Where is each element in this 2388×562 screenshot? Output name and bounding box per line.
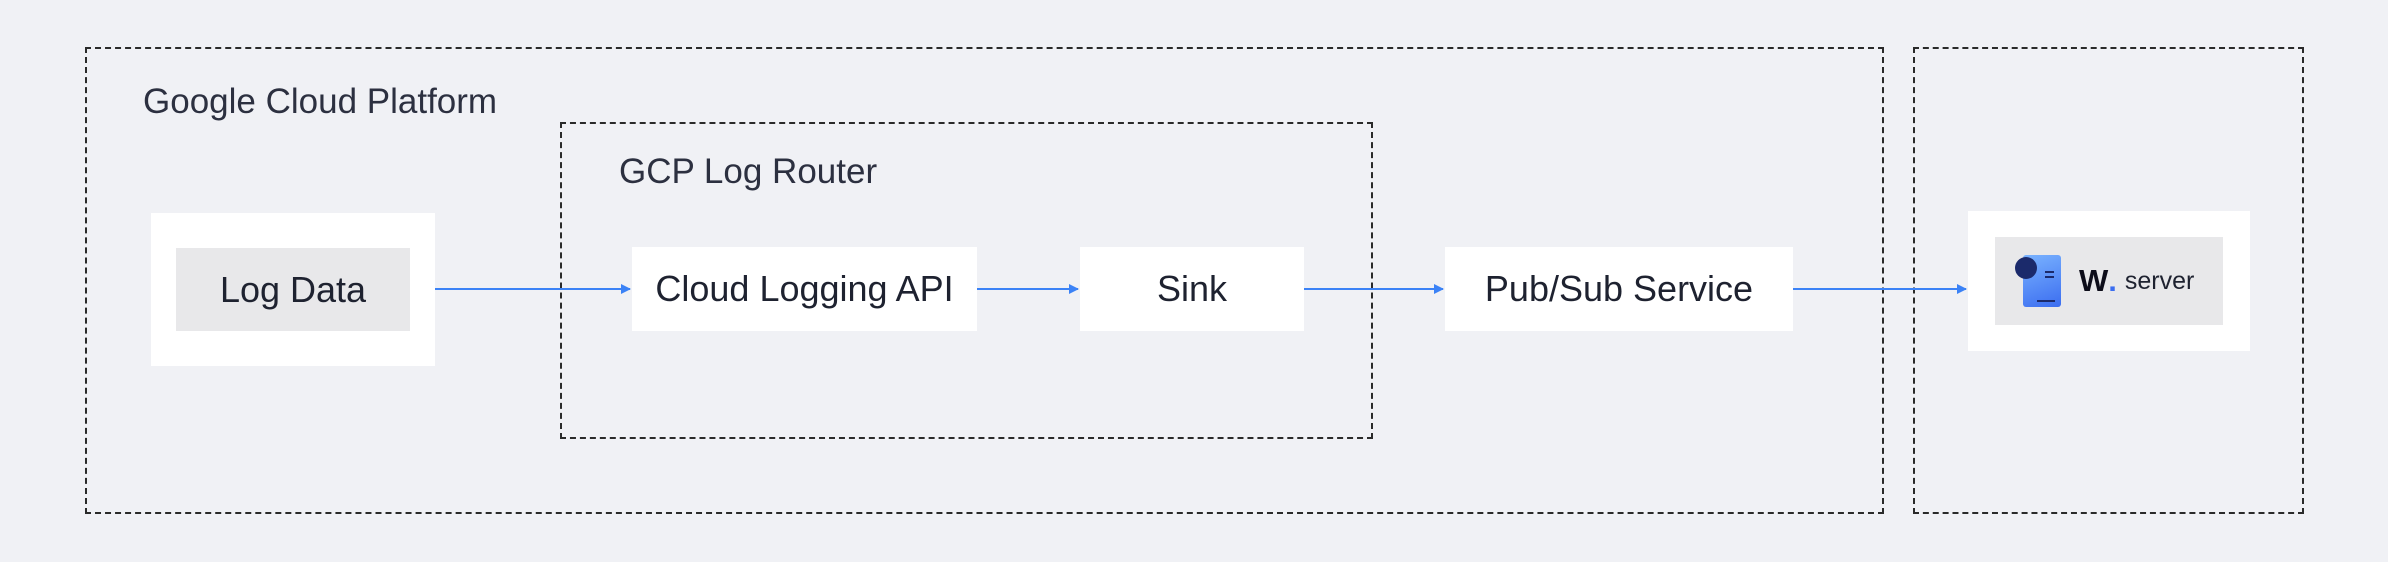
server-document-icon	[2015, 253, 2063, 309]
sink-node: Sink	[1080, 247, 1304, 331]
log-data-label: Log Data	[176, 248, 410, 331]
pubsub-service-node: Pub/Sub Service	[1445, 247, 1793, 331]
log-router-group	[560, 122, 1373, 439]
brand-logo-letter: W	[2079, 263, 2109, 298]
server-node-content: W. server	[1995, 237, 2223, 325]
brand-logo-dot: .	[2108, 263, 2117, 298]
cloud-logging-api-node: Cloud Logging API	[632, 247, 977, 331]
log-router-label: GCP Log Router	[619, 152, 878, 191]
gcp-group	[85, 47, 1884, 514]
external-group	[1913, 47, 2304, 514]
gcp-group-label: Google Cloud Platform	[143, 82, 498, 121]
server-label: server	[2124, 266, 2195, 295]
